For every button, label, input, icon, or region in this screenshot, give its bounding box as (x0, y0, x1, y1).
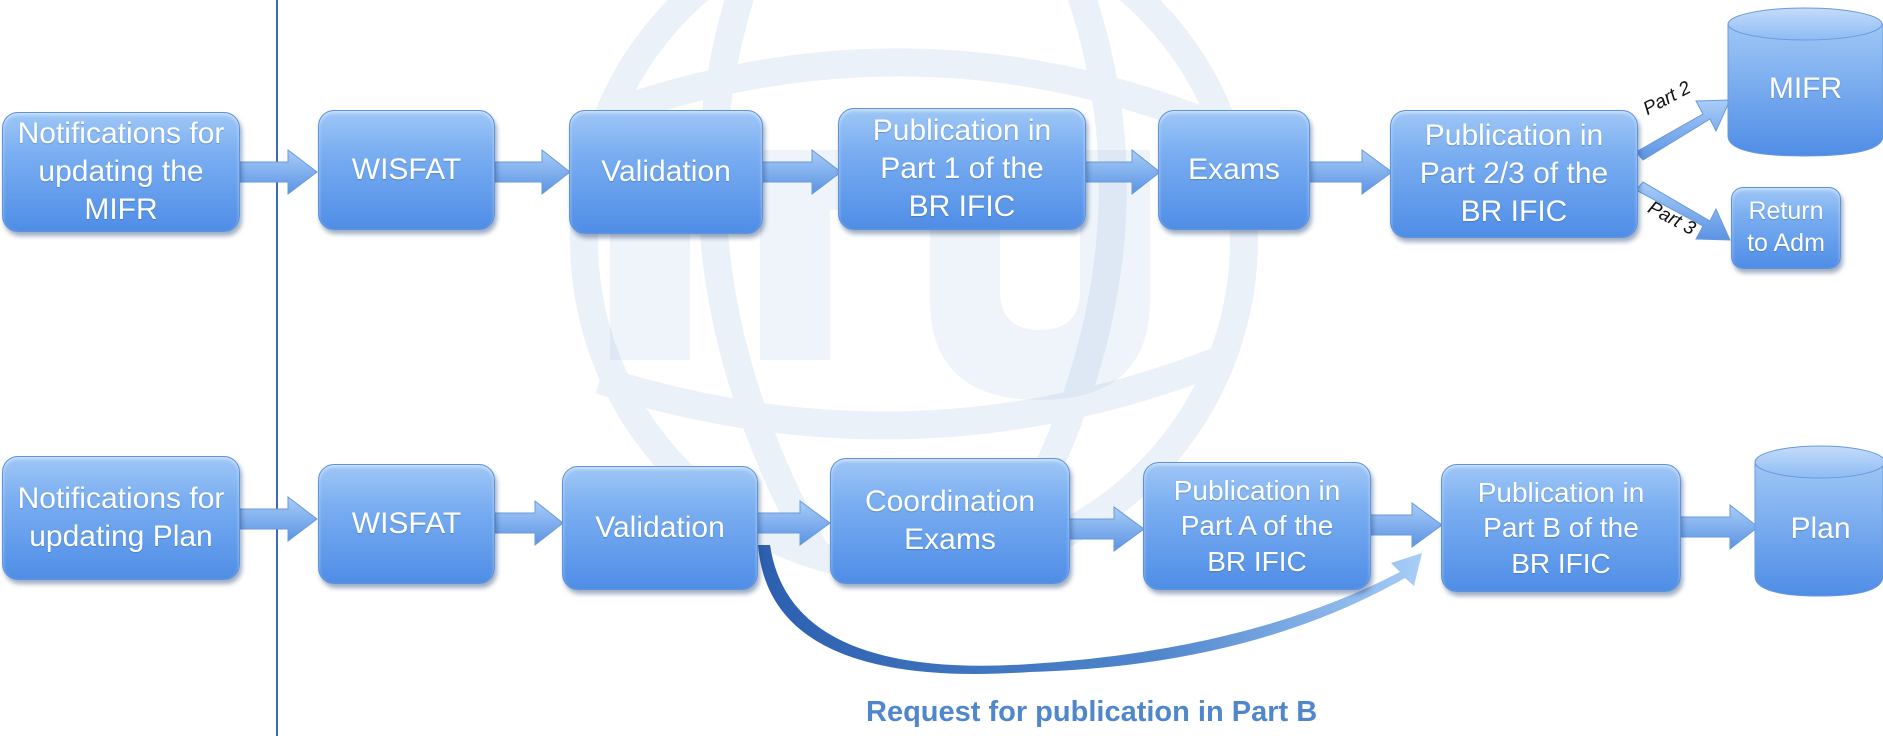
arrow-r1-2 (494, 148, 571, 196)
arrow-r1-5 (1307, 149, 1393, 195)
wisfat-box-row1: WISFAT (318, 110, 495, 230)
validation-box-row1: Validation (569, 110, 763, 234)
exams-box: Exams (1158, 110, 1310, 230)
publication-part-a-box: Publication in Part A of the BR IFIC (1143, 462, 1371, 590)
arrow-part3 (1635, 181, 1731, 241)
notifications-plan-box: Notifications for updating Plan (2, 456, 240, 580)
request-part-b-label: Request for publication in Part B (866, 696, 1318, 728)
arrow-r1-4 (1084, 148, 1161, 196)
arrow-r2-2 (494, 499, 564, 547)
arrow-r2-1 (239, 495, 318, 543)
arrow-r2-5 (1368, 502, 1443, 548)
arrow-r2-3 (756, 500, 831, 546)
notifications-mifr-box: Notifications for updating the MIFR (2, 112, 240, 232)
publication-part23-box: Publication in Part 2/3 of the BR IFIC (1390, 110, 1638, 238)
arrow-part2 (1635, 99, 1731, 161)
publication-part1-box: Publication in Part 1 of the BR IFIC (838, 108, 1086, 230)
arrow-r2-4 (1067, 506, 1145, 552)
arrow-r1-1 (239, 148, 318, 196)
arrow-r1-3 (761, 148, 842, 196)
wisfat-box-row2: WISFAT (318, 464, 495, 584)
return-to-adm-box: Return to Adm (1731, 187, 1841, 269)
arrow-r2-6 (1679, 503, 1759, 551)
publication-part-b-box: Publication in Part B of the BR IFIC (1441, 464, 1681, 592)
coordination-exams-box: Coordination Exams (830, 458, 1070, 584)
mifr-label: MIFR (1768, 72, 1843, 105)
divider-line (276, 0, 278, 736)
plan-label: Plan (1790, 512, 1851, 545)
validation-box-row2: Validation (562, 466, 758, 590)
